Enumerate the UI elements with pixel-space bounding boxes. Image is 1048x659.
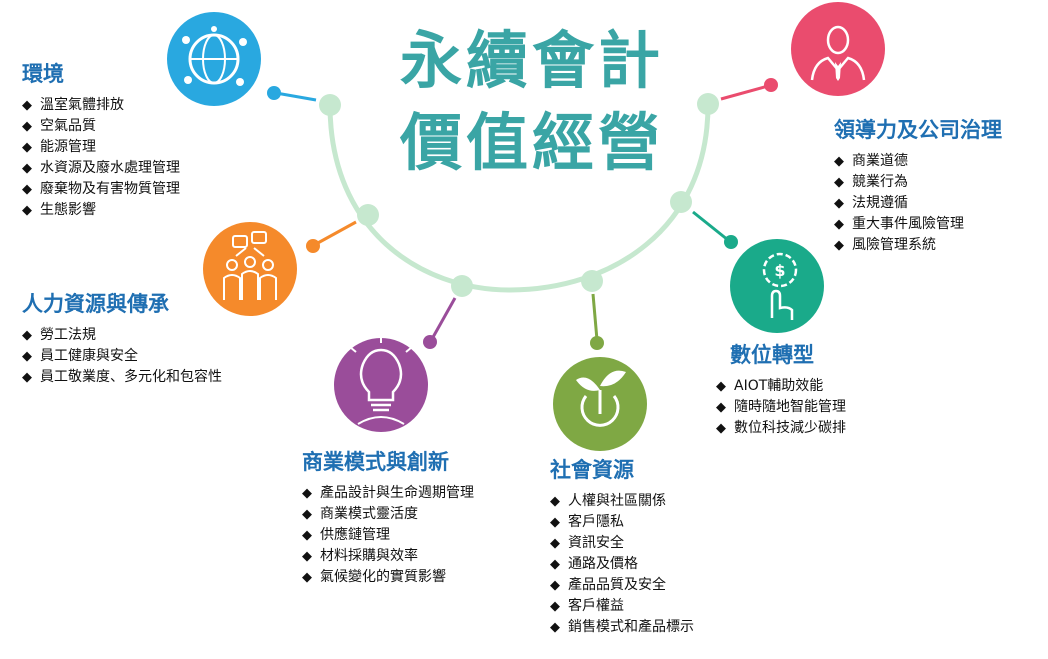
list-item: 數位科技減少碳排	[716, 418, 846, 439]
svg-text:$: $	[774, 261, 785, 280]
list-item: 銷售模式和產品標示	[550, 617, 694, 638]
group-environment: 環境 溫室氣體排放 空氣品質 能源管理 水資源及廢水處理管理 廢棄物及有害物質管…	[22, 62, 180, 221]
group-governance: 領導力及公司治理 商業道德 競業行為 法規遵循 重大事件風險管理 風險管理系統	[834, 118, 1002, 256]
list-item: 供應鏈管理	[302, 525, 474, 546]
sprout-power-icon	[553, 357, 647, 451]
list-item: 風險管理系統	[834, 235, 1002, 256]
list-item: 員工健康與安全	[22, 346, 222, 367]
group-title-governance: 領導力及公司治理	[834, 118, 1002, 142]
list-item: 水資源及廢水處理管理	[22, 158, 180, 179]
globe-network-icon	[167, 12, 261, 106]
group-digital: 數位轉型 AIOT輔助效能 隨時隨地智能管理 數位科技減少碳排	[716, 343, 846, 439]
list-human: 勞工法規 員工健康與安全 員工敬業度、多元化和包容性	[22, 325, 222, 388]
list-item: 產品品質及安全	[550, 575, 694, 596]
dollar-gear-touch-icon: $	[730, 239, 824, 333]
list-item: 生態影響	[22, 200, 180, 221]
list-item: 勞工法規	[22, 325, 222, 346]
list-item: 材料採購與效率	[302, 546, 474, 567]
group-business: 商業模式與創新 產品設計與生命週期管理 商業模式靈活度 供應鏈管理 材料採購與效…	[302, 450, 474, 588]
group-title-human: 人力資源與傳承	[22, 292, 169, 316]
connector-business	[423, 297, 457, 349]
group-social: 社會資源 人權與社區關係 客戶隱私 資訊安全 通路及價格 產品品質及安全 客戶權…	[550, 458, 694, 638]
group-title-business: 商業模式與創新	[302, 450, 449, 474]
connector-digital	[692, 210, 738, 249]
list-item: 客戶權益	[550, 596, 694, 617]
list-item: AIOT輔助效能	[716, 376, 846, 397]
list-item: 廢棄物及有害物質管理	[22, 179, 180, 200]
list-business: 產品設計與生命週期管理 商業模式靈活度 供應鏈管理 材料採購與效率 氣候變化的實…	[302, 483, 474, 588]
list-item: 員工敬業度、多元化和包容性	[22, 367, 222, 388]
list-digital: AIOT輔助效能 隨時隨地智能管理 數位科技減少碳排	[716, 376, 846, 439]
group-human: 人力資源與傳承 勞工法規 員工健康與安全 員工敬業度、多元化和包容性	[22, 292, 222, 388]
list-item: 溫室氣體排放	[22, 95, 180, 116]
arc-node-environment	[319, 94, 341, 116]
list-item: 重大事件風險管理	[834, 214, 1002, 235]
group-title-environment: 環境	[22, 62, 64, 86]
list-item: 隨時隨地智能管理	[716, 397, 846, 418]
list-item: 產品設計與生命週期管理	[302, 483, 474, 504]
list-item: 商業模式靈活度	[302, 504, 474, 525]
list-item: 商業道德	[834, 151, 1002, 172]
connector-environment	[267, 86, 317, 102]
list-environment: 溫室氣體排放 空氣品質 能源管理 水資源及廢水處理管理 廢棄物及有害物質管理 生…	[22, 95, 180, 221]
list-item: 能源管理	[22, 137, 180, 158]
list-item: 客戶隱私	[550, 512, 694, 533]
title-line-2: 價值經營	[399, 106, 664, 179]
arc-node-digital	[670, 191, 692, 213]
lightbulb-icon	[334, 336, 428, 432]
connector-social	[590, 293, 604, 350]
arc-node-governance	[697, 93, 719, 115]
arc-node-human	[357, 204, 379, 226]
list-item: 競業行為	[834, 172, 1002, 193]
list-item: 氣候變化的實質影響	[302, 567, 474, 588]
list-item: 資訊安全	[550, 533, 694, 554]
businessman-icon	[791, 2, 885, 96]
list-item: 法規遵循	[834, 193, 1002, 214]
group-title-digital: 數位轉型	[730, 343, 814, 367]
team-high-five-icon	[203, 222, 297, 316]
arc-node-business	[451, 275, 473, 297]
connector-human	[306, 220, 357, 253]
list-item: 人權與社區關係	[550, 491, 694, 512]
title-line-1: 永續會計	[399, 24, 664, 97]
arc-node-social	[581, 270, 603, 292]
list-item: 通路及價格	[550, 554, 694, 575]
list-item: 空氣品質	[22, 116, 180, 137]
group-title-social: 社會資源	[550, 458, 634, 482]
list-social: 人權與社區關係 客戶隱私 資訊安全 通路及價格 產品品質及安全 客戶權益 銷售模…	[550, 491, 694, 638]
connector-governance	[720, 78, 778, 101]
list-governance: 商業道德 競業行為 法規遵循 重大事件風險管理 風險管理系統	[834, 151, 1002, 256]
